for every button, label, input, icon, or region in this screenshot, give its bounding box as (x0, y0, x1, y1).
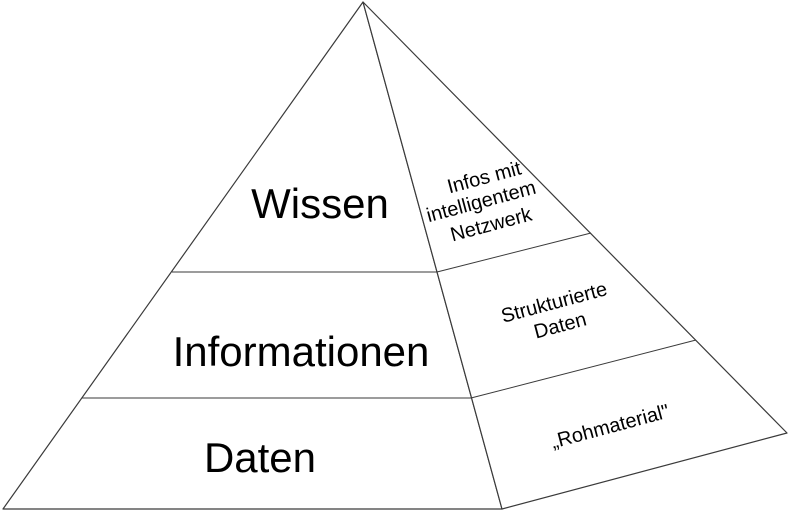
pyramid-right-face (362, 1, 788, 510)
side-divider-top (436, 232, 592, 273)
front-label-wissen: Wissen (251, 180, 389, 227)
front-label-informationen: Informationen (173, 328, 430, 375)
side-divider-bottom (470, 339, 697, 399)
front-label-daten: Daten (204, 434, 316, 481)
